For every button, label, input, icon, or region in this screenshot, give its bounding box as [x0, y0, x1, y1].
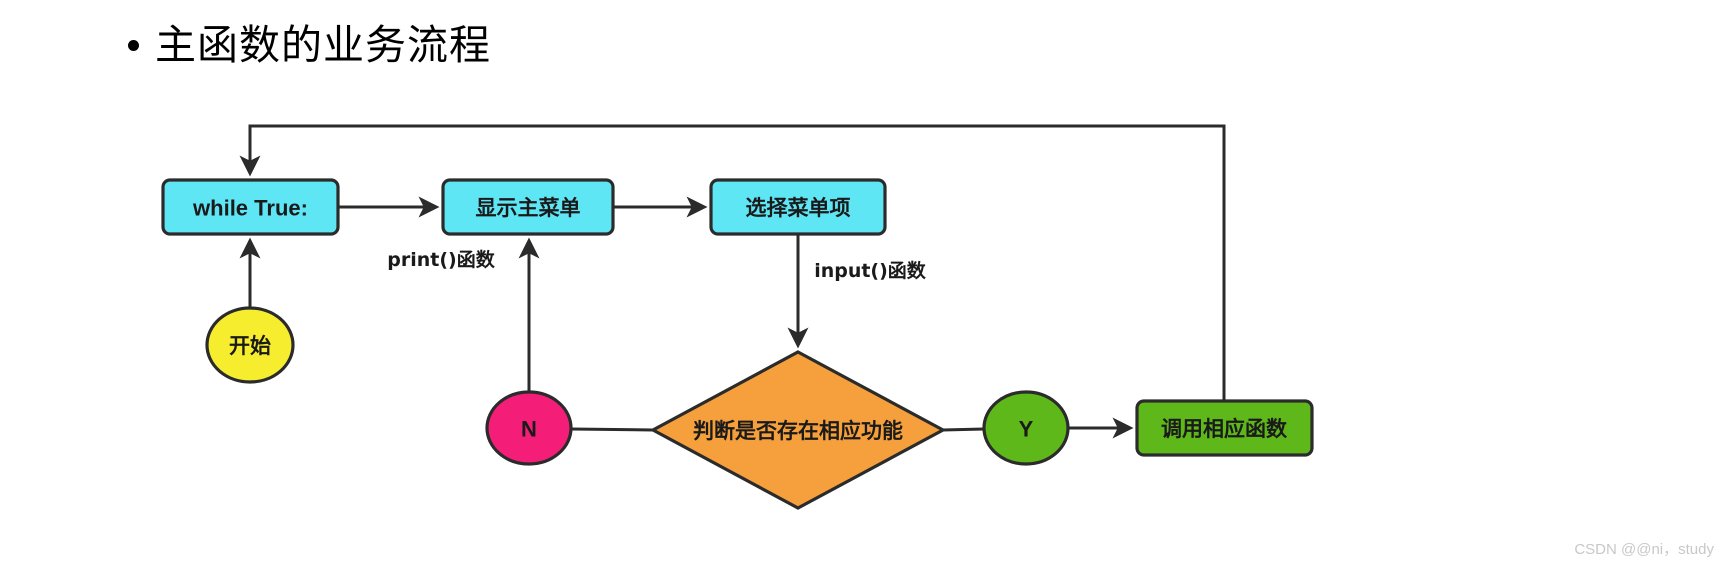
- node-no[interactable]: N: [485, 390, 573, 466]
- edge-label-input: input()函数: [814, 259, 927, 282]
- node-while-true-label: while True:: [192, 196, 308, 221]
- node-yes-label: Y: [1019, 417, 1034, 442]
- node-start[interactable]: 开始: [205, 306, 295, 384]
- node-yes[interactable]: Y: [982, 390, 1070, 466]
- node-choose-menu-item[interactable]: 选择菜单项: [709, 178, 887, 236]
- node-decision-label: 判断是否存在相应功能: [693, 419, 903, 443]
- node-while-true[interactable]: while True:: [161, 178, 340, 236]
- page-title-text: 主函数的业务流程: [155, 21, 491, 69]
- node-no-label: N: [521, 417, 537, 442]
- node-choose-menu-item-label: 选择菜单项: [746, 196, 851, 220]
- edge-decision-to-yes: [942, 427, 985, 432]
- edge-label-print: print()函数: [387, 248, 495, 271]
- node-decision[interactable]: 判断是否存在相应功能: [649, 350, 947, 510]
- watermark: CSDN @@ni，study: [1574, 541, 1714, 558]
- edge-decision-to-no: [570, 427, 654, 432]
- node-call-function-label: 调用相应函数: [1161, 417, 1288, 441]
- node-display-menu-label: 显示主菜单: [476, 196, 581, 220]
- node-call-function[interactable]: 调用相应函数: [1135, 399, 1314, 457]
- bullet-dot-icon: [128, 40, 139, 52]
- edge-call-to-while: [239, 124, 1226, 401]
- node-start-label: 开始: [229, 334, 271, 358]
- node-display-menu[interactable]: 显示主菜单: [441, 178, 615, 236]
- page-title: 主函数的业务流程: [128, 21, 491, 69]
